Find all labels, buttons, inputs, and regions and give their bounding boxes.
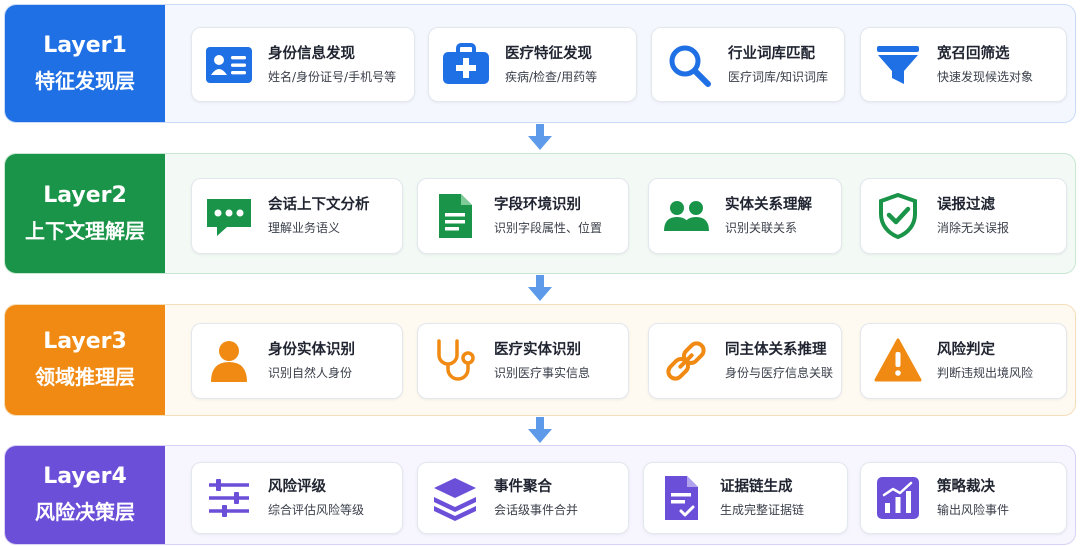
layer-4-label: Layer4 风险决策层 — [5, 446, 165, 544]
card-desc: 识别自然人身份 — [268, 366, 353, 380]
card-medical-discovery: 医疗特征发现 疾病/检查/用药等 — [428, 27, 637, 102]
flow-arrow-down — [526, 273, 554, 303]
layer-name: Layer3 — [43, 329, 127, 354]
flow-arrow-down — [526, 122, 554, 152]
layer-title: 风险决策层 — [35, 500, 135, 524]
card-desc: 判断违规出境风险 — [937, 366, 1034, 380]
layer-3-label: Layer3 领域推理层 — [5, 305, 165, 415]
card-title: 会话上下文分析 — [268, 197, 370, 213]
layer-name: Layer4 — [43, 464, 127, 489]
card-field-environment: 字段环境识别 识别字段属性、位置 — [417, 178, 629, 254]
flow-arrow-down — [526, 415, 554, 445]
layer-title: 特征发现层 — [35, 68, 135, 93]
layer-3-panel: Layer3 领域推理层 身份实体识别 识别自然人身份 医疗实体识别 识别医疗事… — [4, 304, 1076, 416]
medical-kit-icon — [441, 40, 491, 90]
chat-bubble-icon — [204, 191, 254, 241]
card-desc: 识别字段属性、位置 — [494, 221, 603, 235]
warning-triangle-icon — [873, 336, 923, 386]
users-icon — [661, 191, 711, 241]
layer-2-panel: Layer2 上下文理解层 会话上下文分析 理解业务语义 字段环境识别 识别字段… — [4, 153, 1076, 274]
card-title: 医疗特征发现 — [505, 45, 592, 62]
card-false-positive-filter: 误报过滤 消除无关误报 — [860, 178, 1067, 254]
card-desc: 理解业务语义 — [268, 221, 341, 235]
card-title: 行业词库匹配 — [728, 45, 815, 62]
card-wide-recall: 宽召回筛选 快速发现候选对象 — [860, 27, 1067, 102]
card-risk-rating: 风险评级 综合评估风险等级 — [191, 462, 403, 534]
search-icon — [664, 40, 714, 90]
card-desc: 识别医疗事实信息 — [494, 366, 591, 380]
card-desc: 生成完整证据链 — [720, 503, 805, 517]
chart-icon — [873, 473, 923, 523]
card-title: 身份实体识别 — [268, 342, 355, 358]
link-chain-icon — [661, 336, 711, 386]
layer-title: 上下文理解层 — [25, 218, 145, 243]
card-desc: 身份与医疗信息关联 — [725, 366, 834, 380]
layer-4-panel: Layer4 风险决策层 风险评级 综合评估风险等级 事件聚合 会话级事件合并 … — [4, 445, 1076, 545]
layers-stack-icon — [430, 473, 480, 523]
filter-funnel-icon — [873, 40, 923, 90]
card-desc: 会话级事件合并 — [494, 503, 579, 517]
card-title: 身份信息发现 — [268, 45, 355, 62]
document-icon — [430, 191, 480, 241]
card-event-aggregation: 事件聚合 会话级事件合并 — [417, 462, 629, 534]
card-strategy-decision: 策略裁决 输出风险事件 — [860, 462, 1067, 534]
card-entity-relation: 实体关系理解 识别关联关系 — [648, 178, 842, 254]
layer-title: 领域推理层 — [35, 365, 135, 389]
card-title: 风险判定 — [937, 342, 995, 358]
card-title: 医疗实体识别 — [494, 342, 581, 358]
card-risk-judgment: 风险判定 判断违规出境风险 — [860, 323, 1067, 399]
id-card-icon — [204, 40, 254, 90]
card-title: 风险评级 — [268, 479, 326, 495]
evidence-doc-icon — [656, 473, 706, 523]
card-identity-discovery: 身份信息发现 姓名/身份证号/手机号等 — [191, 27, 415, 102]
card-lexicon-match: 行业词库匹配 医疗词库/知识词库 — [651, 27, 845, 102]
sliders-icon — [204, 473, 254, 523]
card-desc: 医疗词库/知识词库 — [728, 69, 829, 84]
card-title: 证据链生成 — [720, 479, 793, 495]
layer-name: Layer1 — [43, 32, 127, 58]
card-desc: 输出风险事件 — [937, 503, 1010, 517]
card-title: 实体关系理解 — [725, 197, 812, 213]
card-desc: 消除无关误报 — [937, 221, 1010, 235]
card-title: 误报过滤 — [937, 197, 995, 213]
card-desc: 识别关联关系 — [725, 221, 798, 235]
card-desc: 疾病/检查/用药等 — [505, 69, 598, 84]
card-title: 字段环境识别 — [494, 197, 581, 213]
card-title: 策略裁决 — [937, 479, 995, 495]
card-evidence-chain: 证据链生成 生成完整证据链 — [643, 462, 848, 534]
card-same-subject-reasoning: 同主体关系推理 身份与医疗信息关联 — [648, 323, 842, 399]
person-icon — [204, 336, 254, 386]
card-title: 宽召回筛选 — [937, 45, 1010, 62]
card-desc: 综合评估风险等级 — [268, 503, 365, 517]
card-title: 同主体关系推理 — [725, 342, 827, 358]
layer-name: Layer2 — [43, 182, 127, 208]
card-title: 事件聚合 — [494, 479, 552, 495]
layer-2-label: Layer2 上下文理解层 — [5, 154, 165, 273]
layer-1-label: Layer1 特征发现层 — [5, 5, 165, 122]
layer-1-panel: Layer1 特征发现层 身份信息发现 姓名/身份证号/手机号等 医疗特征发现 … — [4, 4, 1076, 123]
card-desc: 姓名/身份证号/手机号等 — [268, 69, 397, 84]
card-session-context: 会话上下文分析 理解业务语义 — [191, 178, 403, 254]
shield-check-icon — [873, 191, 923, 241]
card-identity-entity: 身份实体识别 识别自然人身份 — [191, 323, 403, 399]
card-desc: 快速发现候选对象 — [937, 69, 1034, 84]
card-medical-entity: 医疗实体识别 识别医疗事实信息 — [417, 323, 629, 399]
stethoscope-icon — [430, 336, 480, 386]
